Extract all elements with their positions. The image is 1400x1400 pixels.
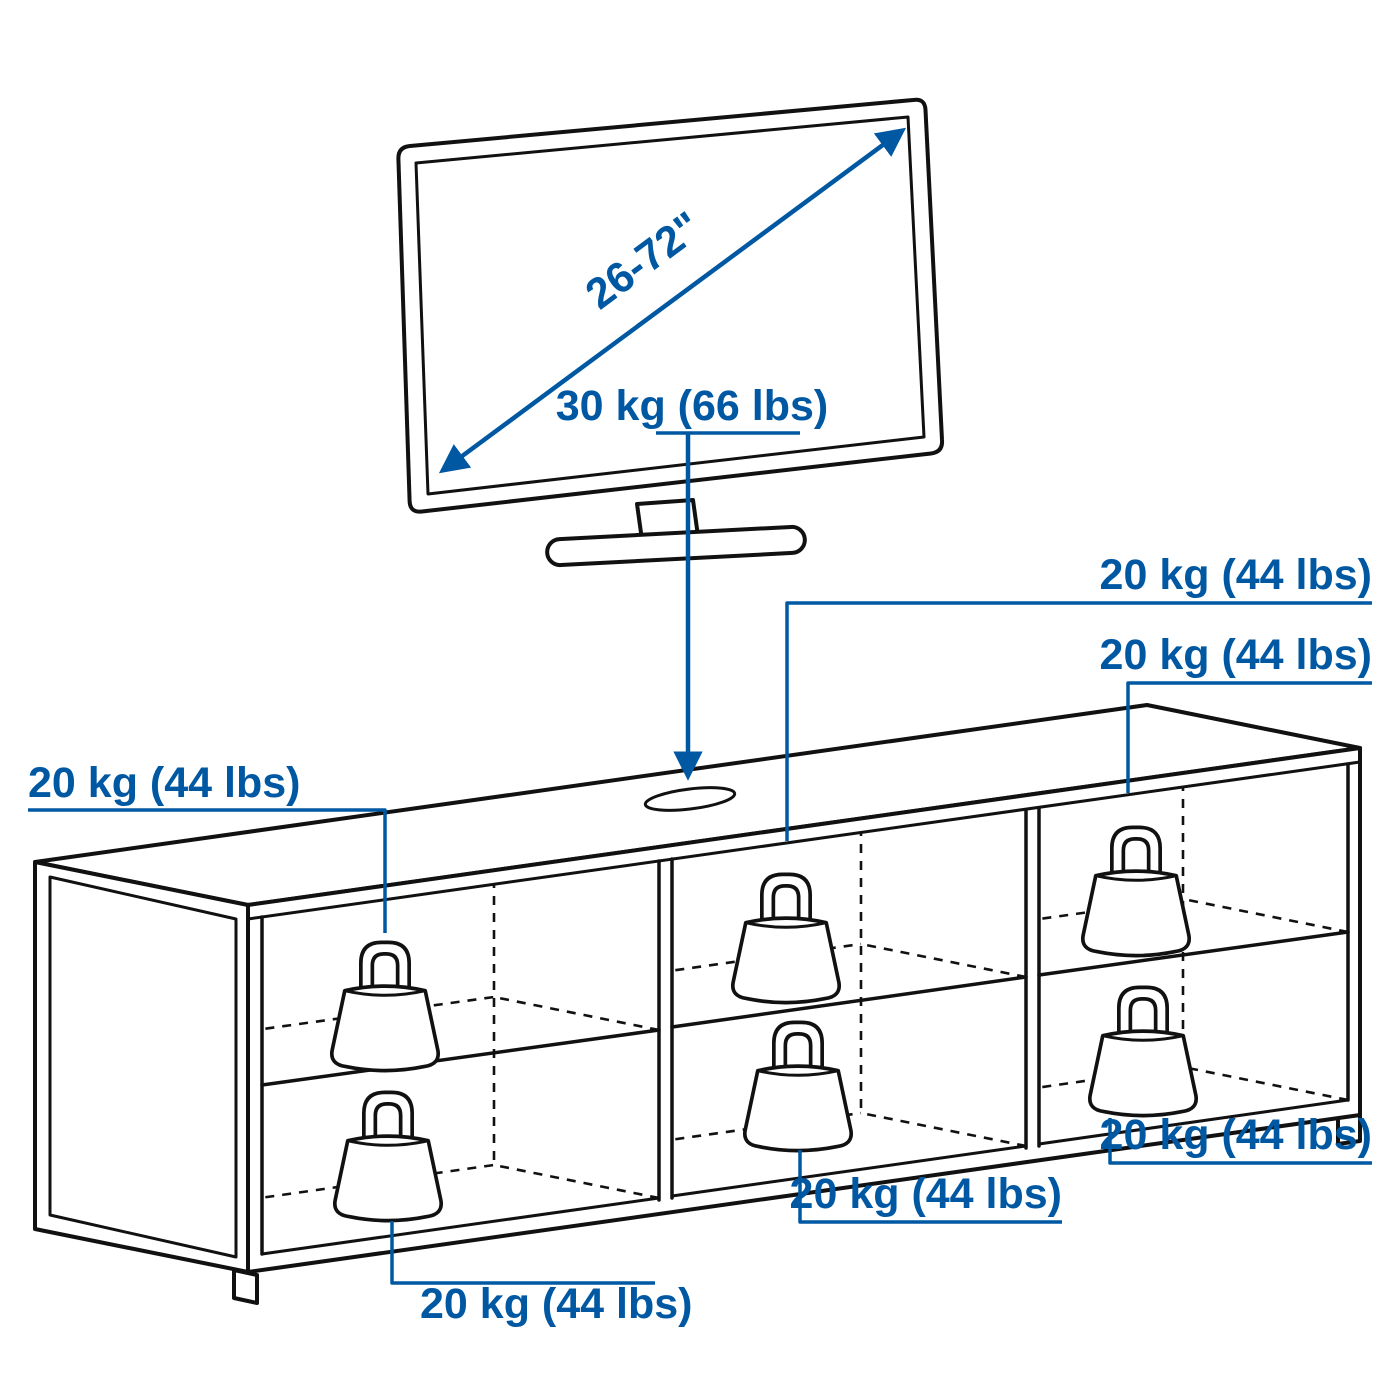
leader-middle-bottom-shelf (798, 1150, 1062, 1224)
leader-right-bottom-shelf (1108, 1118, 1372, 1165)
shelf-edge-right-compartment (1037, 930, 1350, 977)
shelf-edge-middle-compartment (670, 975, 1028, 1029)
cable-hole (643, 786, 737, 812)
floor-edge-left-compartment (261, 1196, 660, 1256)
load-label-left-bottom-shelf: 20 kg (44 lbs) (420, 1280, 692, 1328)
load-label-right-bottom-shelf: 20 kg (44 lbs) (1100, 1111, 1372, 1159)
leader-left-bottom-shelf (390, 1221, 655, 1285)
tv-stand-base (545, 524, 807, 568)
annotations: 26-72" 30 kg (66 lbs) 20 kg (44 lbs) 20 … (28, 127, 1372, 1328)
floor-edge-right-compartment (1038, 1098, 1349, 1146)
load-label-right-top-shelf: 20 kg (44 lbs) (1100, 631, 1372, 679)
tv-diagonal-arrow (438, 127, 907, 474)
bench-left-end-panel (33, 860, 250, 1274)
leader-middle-top-shelf (785, 601, 1372, 841)
hidden-edges-middle-compartment (672, 809, 1026, 1196)
floor-edge-middle-compartment (671, 1144, 1027, 1198)
shelf-edge-left-compartment (260, 1028, 661, 1087)
leader-left-top-shelf (28, 808, 387, 933)
tv (396, 97, 945, 568)
bench-left-end-inner-edge (48, 875, 238, 1259)
bench-top-panel-edge (247, 760, 1361, 921)
tv-bench (33, 703, 1362, 1305)
load-label-middle-bottom-shelf: 20 kg (44 lbs) (790, 1170, 1062, 1218)
bench-foot-left (232, 1268, 259, 1305)
load-label-left-top-shelf: 20 kg (44 lbs) (28, 759, 300, 807)
load-label-middle-top-shelf: 20 kg (44 lbs) (1100, 551, 1372, 599)
tv-max-weight-label: 30 kg (66 lbs) (556, 382, 828, 430)
leader-right-top-shelf (1126, 681, 1372, 793)
bench-divider-right (1024, 807, 1041, 1150)
